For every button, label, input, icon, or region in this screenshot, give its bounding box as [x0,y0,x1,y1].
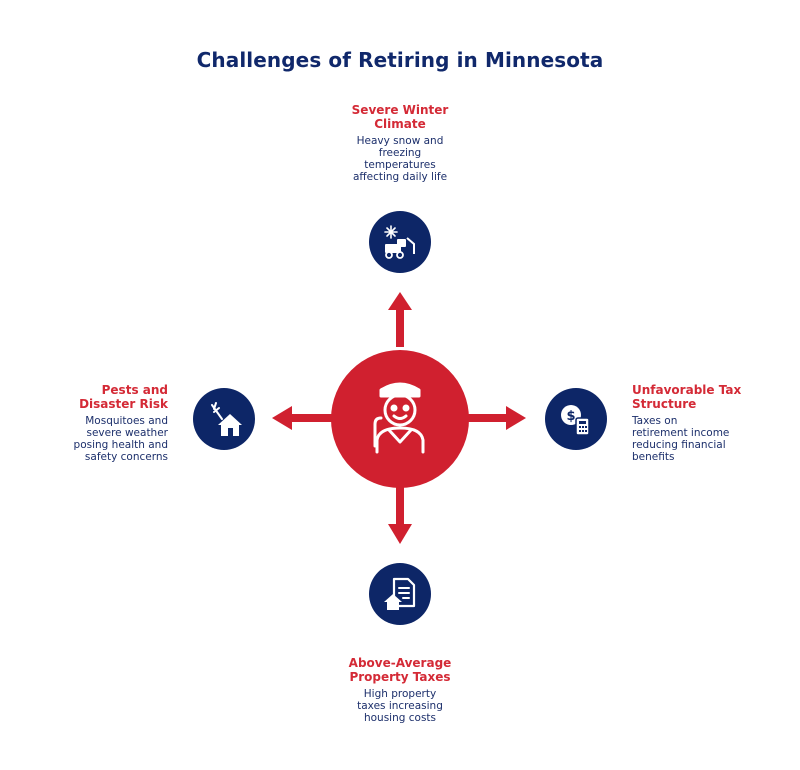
node-left-desc-line: posing health and [73,439,168,451]
node-left-circle [193,388,255,450]
node-bottom-heading: Above-Average Property Taxes [320,656,480,684]
node-top-circle [369,211,431,273]
node-top-desc-line: temperatures [364,159,436,171]
arrow-up [388,292,412,347]
node-top-text: Severe Winter Climate Heavy snow and fre… [320,103,480,183]
node-bottom-description: High property taxes increasing housing c… [320,688,480,724]
node-bottom-text: Above-Average Property Taxes High proper… [320,656,480,724]
node-right-description: Taxes on retirement income reducing fina… [632,415,772,463]
node-bottom-heading-line: Property Taxes [349,670,451,684]
node-left-description: Mosquitoes and severe weather posing hea… [28,415,168,463]
node-left-desc-line: safety concerns [84,451,168,463]
node-left-text: Pests and Disaster Risk Mosquitoes and s… [28,383,168,463]
node-bottom-desc-line: taxes increasing [357,700,443,712]
snowplow-icon [384,225,415,259]
node-top-desc-line: Heavy snow and [356,135,444,147]
node-left-desc-line: severe weather [86,427,168,439]
tax-calculator-icon: $ [561,405,590,436]
node-left-heading-line: Pests and [101,383,168,397]
pest-house-icon [211,402,242,436]
svg-text:$: $ [566,409,575,424]
arrow-down [388,478,412,544]
center-hub [331,350,469,488]
node-top-heading-line: Climate [374,117,426,131]
node-top-description: Heavy snow and freezing temperatures aff… [320,135,480,183]
property-document-icon [384,577,416,610]
node-top-heading: Severe Winter Climate [320,103,480,131]
node-right-heading-line: Structure [632,397,697,411]
arrow-right [466,406,526,430]
node-bottom-circle [369,563,431,625]
node-right-heading: Unfavorable Tax Structure [632,383,772,411]
node-right-desc-line: reducing financial [632,439,726,451]
node-right-desc-line: retirement income [632,427,730,439]
node-left-heading-line: Disaster Risk [79,397,168,411]
node-left-desc-line: Mosquitoes and [85,415,168,427]
retiree-person-icon [373,382,425,454]
diagram-title: Challenges of Retiring in Minnesota [196,48,604,72]
node-top-heading-line: Severe Winter [351,103,449,117]
node-bottom-desc-line: housing costs [363,712,437,724]
node-top-desc-line: affecting daily life [352,171,448,183]
arrow-left [272,406,334,430]
node-right-desc-line: benefits [632,451,675,463]
node-top-desc-line: freezing [378,147,422,159]
node-left-heading: Pests and Disaster Risk [28,383,168,411]
node-bottom-desc-line: High property [363,688,437,700]
node-right-desc-line: Taxes on [632,415,678,427]
node-right-text: Unfavorable Tax Structure Taxes on retir… [632,383,772,463]
node-right-circle: $ [545,388,607,450]
node-bottom-heading-line: Above-Average [348,656,452,670]
node-right-heading-line: Unfavorable Tax [632,383,742,397]
